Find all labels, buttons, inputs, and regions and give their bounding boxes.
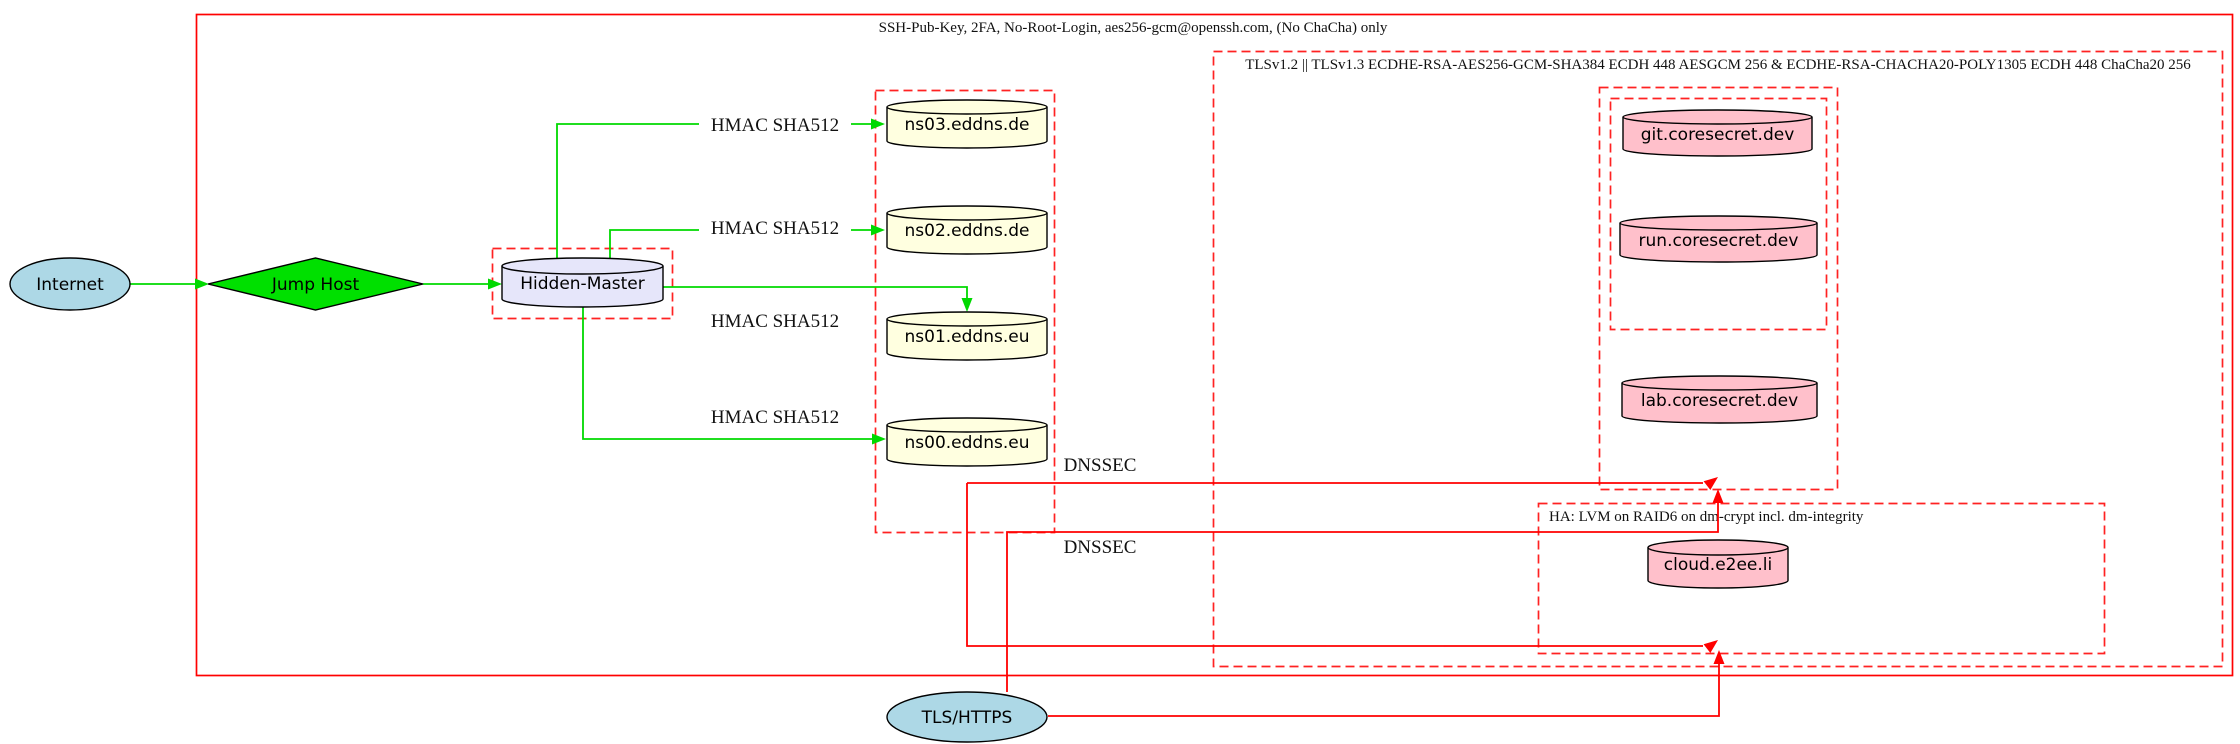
edge-jumphost-to-hiddenmaster <box>423 278 502 290</box>
arrowhead-right-icon <box>871 224 885 236</box>
arrowhead-up-icon <box>1713 650 1725 664</box>
edge-internet-to-jumphost <box>130 278 209 290</box>
internet-ellipse <box>9 257 131 311</box>
ns01-cylinder-top <box>886 311 1048 327</box>
arrowhead-down-icon <box>961 298 973 312</box>
ns00-cylinder <box>886 425 1048 467</box>
edge-hiddenmaster-to-ns00 <box>582 305 886 445</box>
lab-cylinder <box>1621 383 1818 424</box>
ns02-cylinder <box>886 213 1048 255</box>
node-tls-https: TLS/HTTPS <box>886 691 1048 743</box>
edge-label-dnssec-1: DNSSEC <box>1064 455 1137 476</box>
ns03-cylinder-top <box>886 99 1048 115</box>
node-cloud: cloud.e2ee.li <box>1647 539 1789 589</box>
arrowhead-right-icon <box>872 433 886 445</box>
node-internet: Internet <box>9 257 131 311</box>
node-ns01: ns01.eddns.eu <box>886 311 1048 361</box>
edge-label-hmac-3: HMAC SHA512 <box>711 311 839 332</box>
run-cylinder <box>1619 223 1818 263</box>
run-label: run.coresecret.dev <box>1639 231 1799 251</box>
tls-https-label: TLS/HTTPS <box>921 708 1013 728</box>
ns01-label: ns01.eddns.eu <box>905 327 1030 347</box>
ns00-cylinder-top <box>886 417 1048 433</box>
node-ns02: ns02.eddns.de <box>886 205 1048 255</box>
edge-dnssec-to-ha <box>966 483 1718 653</box>
node-run: run.coresecret.dev <box>1619 215 1818 263</box>
cloud-cylinder <box>1647 547 1789 589</box>
gitrun-cluster-box <box>1609 97 1828 331</box>
edge-hiddenmaster-to-ns01 <box>663 286 973 312</box>
node-ns00: ns00.eddns.eu <box>886 417 1048 467</box>
arrowhead-upright-icon <box>1703 477 1718 490</box>
edge-dnssec-to-coresecret <box>967 477 1718 490</box>
arrowhead-right-icon <box>488 278 502 290</box>
tls-cluster-label: TLSv1.2 || TLSv1.3 ECDHE-RSA-AES256-GCM-… <box>1245 57 2191 73</box>
tls-cluster-box <box>1212 50 2224 668</box>
edge-tls-to-ha <box>1048 650 1725 717</box>
lab-cylinder-top <box>1621 375 1818 391</box>
edge-label-hmac-1: HMAC SHA512 <box>711 115 839 136</box>
git-cylinder-top <box>1622 109 1813 125</box>
coresecret-cluster-box <box>1598 86 1839 491</box>
edge-label-dnssec-2: DNSSEC <box>1064 537 1137 558</box>
git-label: git.coresecret.dev <box>1641 125 1795 145</box>
ns00-label: ns00.eddns.eu <box>905 433 1030 453</box>
tls-https-ellipse <box>886 691 1048 743</box>
jump-host-label: Jump Host <box>271 275 360 295</box>
edge-label-hmac-4: HMAC SHA512 <box>711 407 839 428</box>
node-lab: lab.coresecret.dev <box>1621 375 1818 424</box>
run-cylinder-top <box>1619 215 1818 231</box>
arrowhead-upright-icon <box>1703 640 1718 653</box>
ns03-cylinder <box>886 107 1048 149</box>
lab-label: lab.coresecret.dev <box>1641 391 1798 411</box>
ha-cluster-box <box>1537 502 2106 655</box>
dns-cluster-box <box>874 89 1056 534</box>
ns02-cylinder-top <box>886 205 1048 221</box>
edge-label-bg <box>699 114 851 134</box>
ssh-boundary-box <box>195 13 2234 677</box>
git-cylinder <box>1622 117 1813 157</box>
cloud-label: cloud.e2ee.li <box>1664 555 1772 575</box>
arrowhead-up-icon <box>1712 489 1724 503</box>
edge-label-hmac-2: HMAC SHA512 <box>711 218 839 239</box>
node-jump-host: Jump Host <box>207 257 424 311</box>
ha-cluster-label: HA: LVM on RAID6 on dm-crypt incl. dm-in… <box>1549 509 1864 525</box>
node-hidden-master: Hidden-Master <box>501 257 664 308</box>
hidden-master-cylinder-top <box>501 257 664 275</box>
ssh-boundary-label: SSH-Pub-Key, 2FA, No-Root-Login, aes256-… <box>879 20 1388 36</box>
hidden-master-cylinder <box>501 266 664 308</box>
node-git: git.coresecret.dev <box>1622 109 1813 157</box>
internet-label: Internet <box>36 275 104 295</box>
cloud-cylinder-top <box>1647 539 1789 556</box>
hidden-master-label: Hidden-Master <box>520 274 645 294</box>
arrowhead-right-icon <box>195 278 209 290</box>
ns01-cylinder <box>886 319 1048 361</box>
jump-host-diamond <box>207 257 424 311</box>
arrowhead-right-icon <box>871 118 885 130</box>
edge-tls-to-coresecret <box>1006 489 1724 692</box>
edge-label-bg <box>699 218 851 238</box>
node-ns03: ns03.eddns.de <box>886 99 1048 149</box>
ns02-label: ns02.eddns.de <box>905 221 1030 241</box>
ns03-label: ns03.eddns.de <box>905 115 1030 135</box>
